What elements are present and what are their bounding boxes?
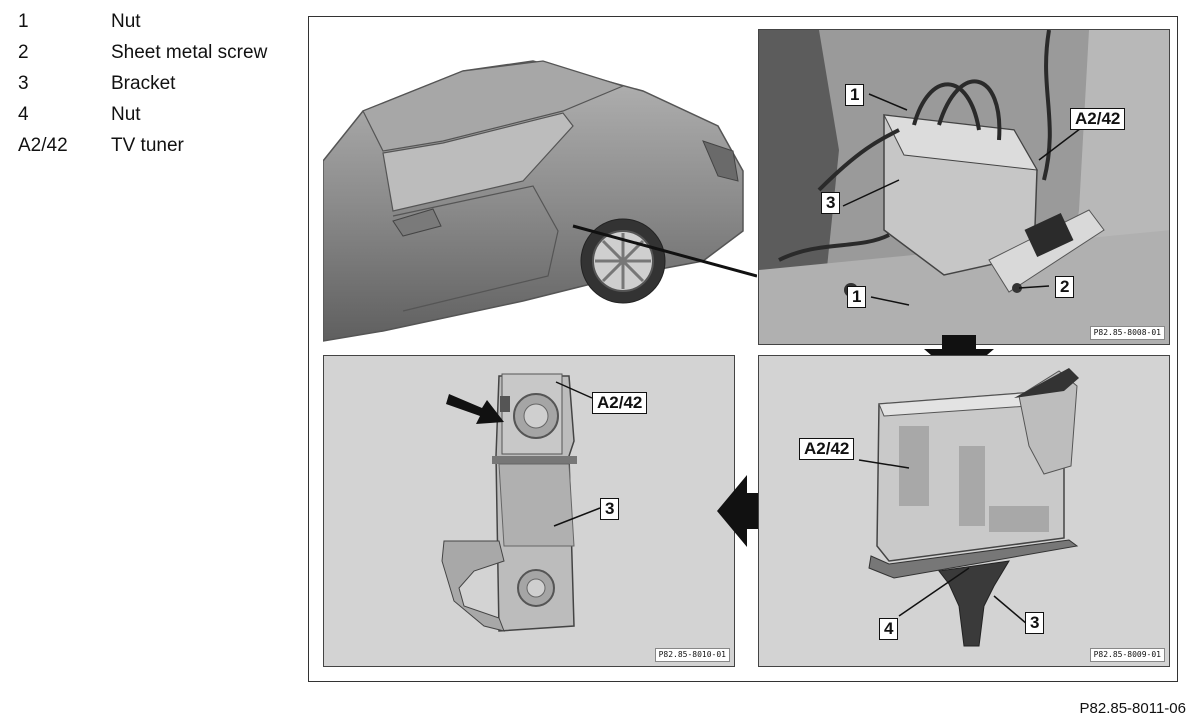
callout-tv-tuner: A2/42 <box>592 392 648 414</box>
side-bracket <box>1018 370 1078 475</box>
panel-code: P82.85-8009-01 <box>1089 648 1165 662</box>
base-rail <box>868 539 1079 579</box>
illustration-frame: 1 A2/42 3 1 2 P82.85-8008-01 <box>308 16 1178 682</box>
legend-number: 4 <box>18 104 29 125</box>
arrow-left-icon <box>717 475 763 547</box>
car-mirror <box>392 208 442 237</box>
callout-nut-1-top: 1 <box>845 84 865 106</box>
engine-bay-panel: 1 A2/42 3 1 2 P82.85-8008-01 <box>758 29 1170 345</box>
car-window <box>382 112 574 212</box>
callout-screw-2: 2 <box>1055 276 1075 298</box>
legend-label: TV tuner <box>111 135 184 156</box>
figure-code: P82.85-8011-06 <box>1079 700 1186 717</box>
tuner-illustration <box>858 368 1079 647</box>
engine-bay-photo <box>759 30 1169 344</box>
legend-label: Nut <box>111 104 141 125</box>
tail-light <box>702 140 739 182</box>
callout-bracket-3: 3 <box>821 192 841 214</box>
callout-nut-4: 4 <box>879 618 899 640</box>
car-door-line <box>392 185 559 312</box>
panel-code: P82.85-8010-01 <box>654 648 730 662</box>
bracket-tab <box>441 540 505 632</box>
legend-number: 1 <box>18 11 29 32</box>
tuner-detail-panel: A2/42 4 3 P82.85-8009-01 <box>758 355 1170 667</box>
lower-bracket <box>938 560 1010 647</box>
legend-number: A2/42 <box>18 135 68 156</box>
legend-label: Bracket <box>111 73 176 94</box>
callout-nut-1-bottom: 1 <box>847 286 867 308</box>
legend-label: Nut <box>111 11 141 32</box>
pointer-line <box>572 224 757 278</box>
callout-bracket-3: 3 <box>600 498 620 520</box>
car-panel <box>323 31 757 357</box>
pointer-arrow-icon <box>446 394 504 424</box>
callout-tv-tuner: A2/42 <box>799 438 855 460</box>
car-illustration <box>323 60 757 342</box>
legend-label: Sheet metal screw <box>111 42 268 63</box>
car-roof <box>362 60 625 152</box>
bracket-illustration <box>441 373 601 632</box>
callout-bracket-3: 3 <box>1025 612 1045 634</box>
legend-number: 3 <box>18 73 29 94</box>
legend-number: 2 <box>18 42 29 63</box>
callout-tv-tuner: A2/42 <box>1070 108 1126 130</box>
panel-code: P82.85-8008-01 <box>1089 326 1165 340</box>
bracket-detail-panel: A2/42 3 P82.85-8010-01 <box>323 355 735 667</box>
